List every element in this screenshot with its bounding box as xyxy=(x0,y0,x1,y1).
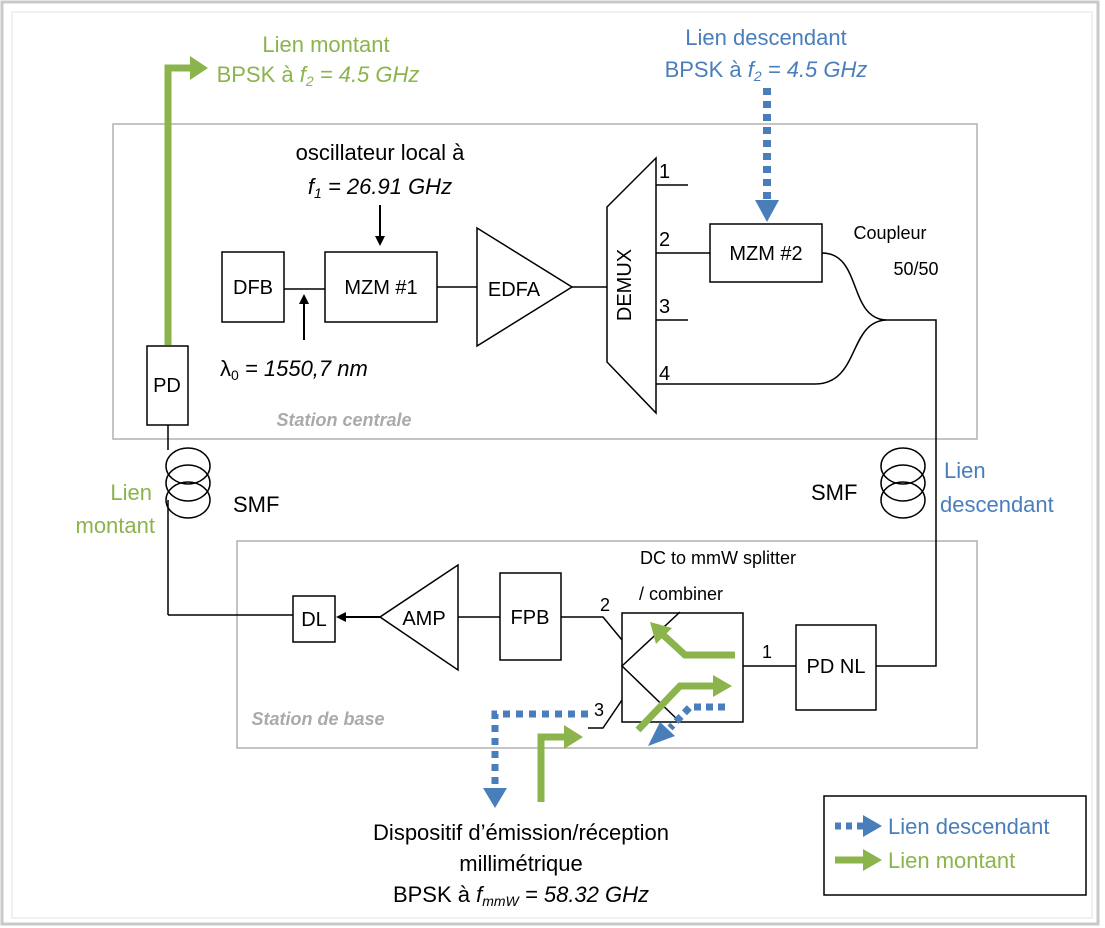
device-downlink-arrow xyxy=(491,710,588,790)
legend-downlink-label: Lien descendant xyxy=(888,814,1049,839)
demux-port3-label: 3 xyxy=(659,296,670,318)
right-link-line2: descendant xyxy=(940,492,1054,517)
mzm1-block xyxy=(324,251,438,323)
smf-left-label: SMF xyxy=(233,492,279,517)
device-downlink-head xyxy=(483,788,507,808)
legend-uplink-label: Lien montant xyxy=(888,848,1015,873)
splitter-uplink-lower-head xyxy=(713,675,732,697)
mzm2-label: MZM #2 xyxy=(729,243,802,265)
splitter-port2-line xyxy=(561,616,623,641)
mzm2-block xyxy=(709,223,823,283)
splitter-uplink-upper-head xyxy=(650,622,672,644)
top-uplink-line2: BPSK à f2 = 4.5 GHz xyxy=(217,62,420,89)
splitter-port3-label: 3 xyxy=(594,700,604,720)
top-downlink-line2: BPSK à f2 = 4.5 GHz xyxy=(665,57,868,84)
left-link-line1: Lien xyxy=(110,480,152,505)
uplink-top-arrow-head xyxy=(190,56,208,80)
device-line2: millimétrique xyxy=(459,851,582,876)
left-link-line2: montant xyxy=(76,513,156,538)
dfb-label: DFB xyxy=(233,277,273,299)
splitter-downlink-arrow xyxy=(667,703,725,731)
uplink-top-arrow-line xyxy=(164,64,192,345)
legend-uplink-head xyxy=(863,849,882,871)
pdnl-block xyxy=(795,624,877,711)
dl-label: DL xyxy=(301,609,327,631)
splitter-line2: / combiner xyxy=(639,584,723,604)
oscillator-line1: oscillateur local à xyxy=(296,140,466,165)
device-uplink-head xyxy=(564,725,583,749)
fpb-label: FPB xyxy=(511,607,550,629)
smf-right-label: SMF xyxy=(811,480,857,505)
demux-port2-label: 2 xyxy=(659,229,670,251)
splitter-uplink-lower-arrow xyxy=(635,682,715,733)
oscillator-line2: f1 = 26.91 GHz xyxy=(308,174,452,201)
top-uplink-line1: Lien montant xyxy=(262,32,389,57)
coupler-lower-curve xyxy=(656,319,887,385)
pd-label: PD xyxy=(153,375,181,397)
demux-port4-label: 4 xyxy=(659,363,670,385)
dl-block xyxy=(292,595,336,643)
wavelength-label: λ0 = 1550,7 nm xyxy=(220,356,368,383)
right-link-line1: Lien xyxy=(944,458,986,483)
edfa-block xyxy=(476,226,574,348)
pd-block xyxy=(146,345,189,426)
fpb-block xyxy=(499,572,562,661)
inner-frame xyxy=(11,11,1093,919)
smf-left-coil xyxy=(165,447,211,519)
top-downlink-line1: Lien descendant xyxy=(685,25,846,50)
station-base-label: Station de base xyxy=(251,709,384,729)
demux-port1-label: 1 xyxy=(659,161,670,183)
amp-label: AMP xyxy=(402,608,445,630)
device-line3: BPSK à fmmW = 58.32 GHz xyxy=(393,882,649,909)
coupler-line1: Coupleur xyxy=(853,223,926,243)
splitter-port3-line xyxy=(588,699,623,729)
edfa-label: EDFA xyxy=(488,279,541,301)
station-base-box xyxy=(236,540,978,749)
legend-downlink-head xyxy=(863,815,882,837)
downlink-top-arrow-head xyxy=(755,200,779,222)
demux-block xyxy=(606,156,657,415)
splitter-line1: DC to mmW splitter xyxy=(640,548,796,568)
smf-right-coil xyxy=(880,447,926,519)
splitter-port2-label: 2 xyxy=(600,595,610,615)
pdnl-label: PD NL xyxy=(807,656,866,678)
dfb-block xyxy=(221,251,285,323)
coupler-line2: 50/50 xyxy=(893,259,938,279)
demux-label: DEMUX xyxy=(614,249,636,321)
splitter-downlink-head xyxy=(648,722,675,746)
mzm1-label: MZM #1 xyxy=(344,277,417,299)
coupler-upper-curve xyxy=(821,252,887,321)
device-line1: Dispositif d’émission/réception xyxy=(373,820,669,845)
station-centrale-box xyxy=(112,123,978,440)
coupler-output-fiber xyxy=(876,319,937,667)
device-uplink-arrow xyxy=(537,733,566,802)
legend-box xyxy=(823,795,1087,896)
station-centrale-label: Station centrale xyxy=(276,410,411,430)
splitter-port1-label: 1 xyxy=(762,642,772,662)
splitter-uplink-upper-arrow xyxy=(657,629,735,659)
